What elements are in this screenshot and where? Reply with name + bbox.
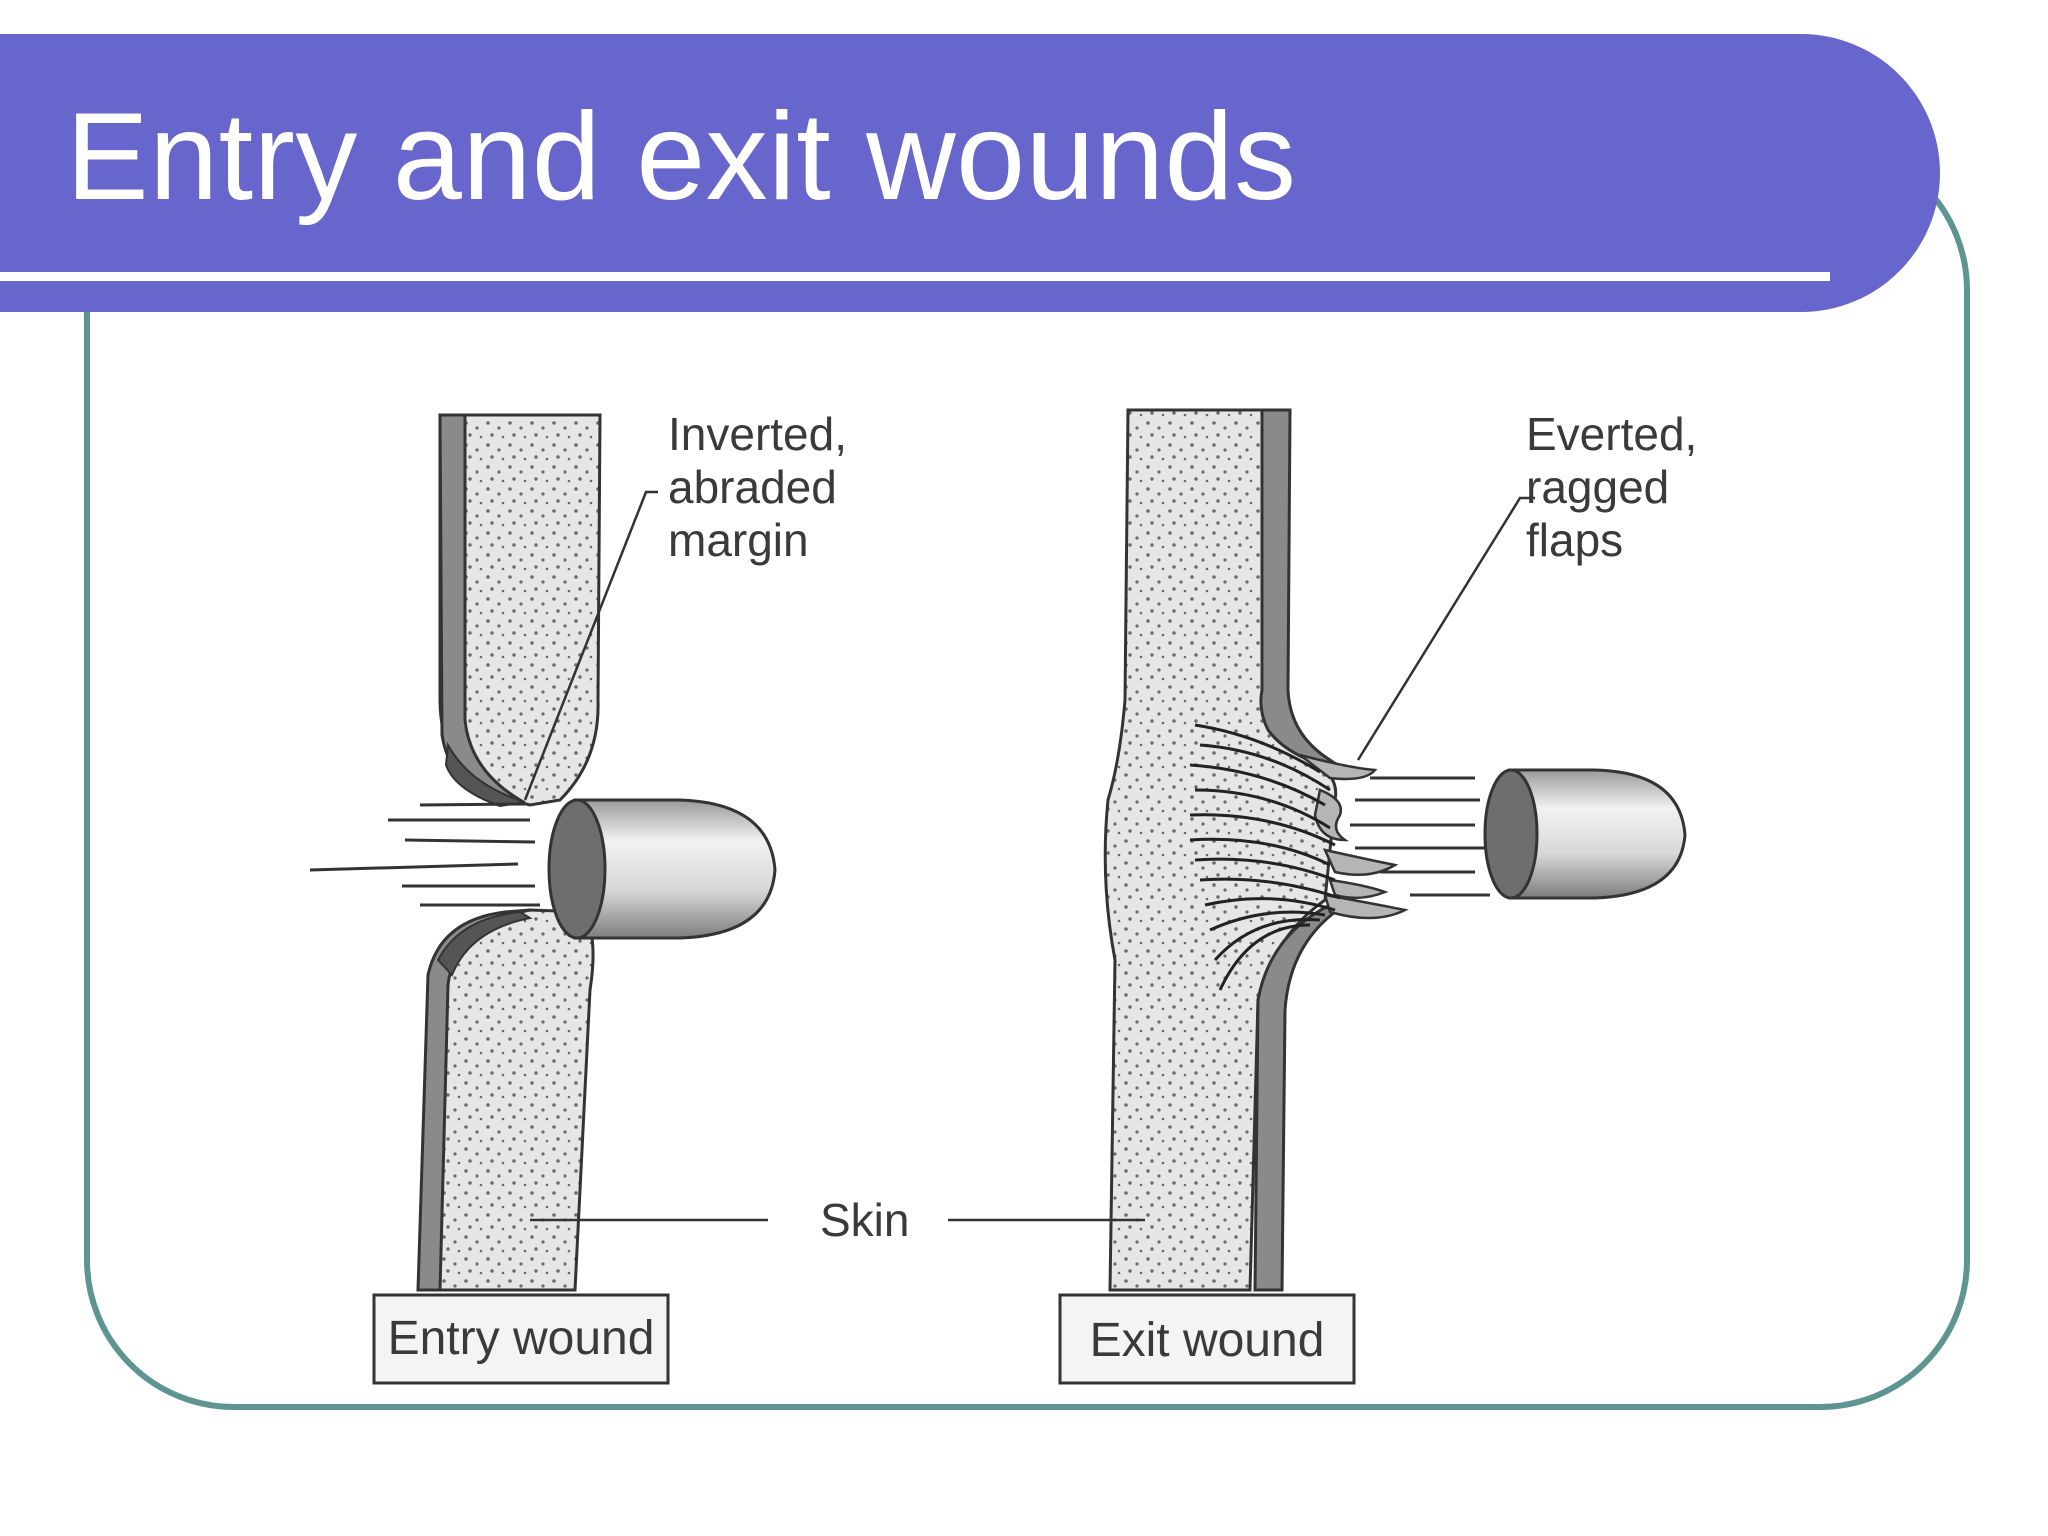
entry-callout-line-3: margin xyxy=(668,514,809,566)
entry-bullet xyxy=(547,798,777,940)
exit-callout-leader xyxy=(1356,496,1535,761)
exit-callout-line-1: Everted, xyxy=(1526,408,1697,460)
exit-motion-lines xyxy=(1350,776,1490,897)
exit-torn-fibres xyxy=(1189,723,1341,991)
exit-wound-illustration xyxy=(1103,408,1687,1292)
entry-wound-label-box: Entry wound xyxy=(372,1293,670,1385)
exit-callout-line-3: flaps xyxy=(1526,514,1623,566)
entry-wound-illustration xyxy=(309,413,777,1292)
content-frame xyxy=(84,140,1970,1410)
entry-motion-lines xyxy=(309,802,540,907)
exit-ragged-flaps xyxy=(1299,753,1409,920)
skin-label: Skin xyxy=(820,1194,909,1246)
entry-abraded-rim-lower xyxy=(436,910,533,977)
title-bar xyxy=(0,34,1940,312)
slide-title: Entry and exit wounds xyxy=(66,88,1297,226)
exit-tissue xyxy=(1103,408,1338,1292)
entry-abraded-rim-upper xyxy=(444,741,526,808)
entry-callout-line-1: Inverted, xyxy=(668,408,847,460)
exit-wound-label-box: Exit wound xyxy=(1058,1293,1356,1385)
exit-bullet xyxy=(1483,768,1687,900)
exit-wound-label: Exit wound xyxy=(1090,1314,1325,1367)
exit-skin-layer-upper xyxy=(1259,408,1346,772)
entry-callout-leader xyxy=(523,490,658,801)
entry-wound-label: Entry wound xyxy=(388,1312,655,1365)
entry-callout-line-2: abraded xyxy=(668,461,837,513)
exit-skin-layer-lower xyxy=(1253,903,1351,1292)
exit-callout-line-2: ragged xyxy=(1526,461,1669,513)
title-underline xyxy=(0,272,1830,281)
